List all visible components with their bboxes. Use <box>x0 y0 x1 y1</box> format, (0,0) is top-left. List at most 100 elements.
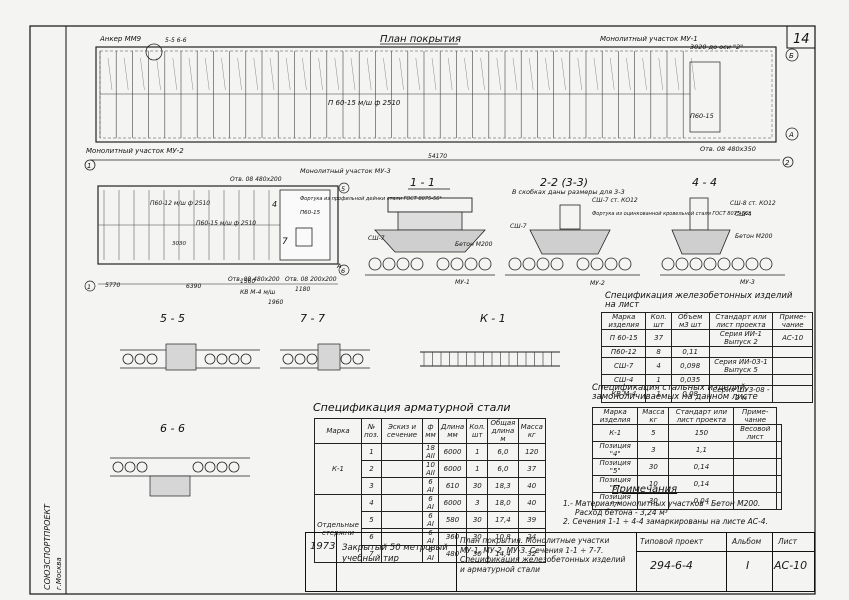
table-header: Общая длина м <box>487 418 519 444</box>
table-cell: АС-10 <box>772 329 813 347</box>
table-cell: 18 АII <box>422 443 439 461</box>
mu1-label: Монолитный участок МУ-1 <box>600 35 698 43</box>
table-cell: 3 <box>361 477 382 495</box>
stamp-sheet-value: АС-10 <box>774 559 808 572</box>
opening-bottom1: Отв. 08 480x200 <box>228 276 280 283</box>
rebar-sketch-cell <box>380 511 424 529</box>
table-header: Марка <box>313 418 363 444</box>
slab-end-label: П60-15 <box>690 112 714 120</box>
table-cell: П 60-15 <box>600 329 647 347</box>
table-cell: Позиция "5" <box>591 458 639 476</box>
table-header: Объем м3 шт <box>670 312 710 330</box>
note-1: 1.- Материал монолитных участков - Бетон… <box>563 499 761 508</box>
table-cell: 6000 <box>437 460 468 478</box>
note-2: 2. Сечения 1-1 ÷ 4-4 замаркированы на ли… <box>563 517 768 526</box>
table-cell: 30 <box>637 458 670 476</box>
table-cell: Позиция "4" <box>591 441 639 459</box>
table-header: № поз. <box>361 418 382 444</box>
table-cell: 1 <box>466 443 489 461</box>
table-cell: Серия ИИ-1 Выпуск 2 <box>708 329 774 347</box>
table-cell <box>772 385 813 403</box>
table-cell: 6 АI <box>422 511 439 529</box>
section-2-2-title: 2-2 (3-3) <box>540 176 588 189</box>
table-cell: 39 <box>517 511 547 529</box>
table-cell: 8 <box>645 346 672 358</box>
stamp-album-label: Альбом <box>732 537 762 546</box>
section-k-1-title: К - 1 <box>480 312 506 325</box>
table-cell: 580 <box>437 511 468 529</box>
rebar-sketch-cell <box>380 443 424 461</box>
section-7-7: 7 - 7 <box>280 312 370 371</box>
dim-5770: 5770 <box>105 282 120 289</box>
notes-title: Примечания <box>612 484 678 495</box>
note-1b: Расход бетона - 3,24 м³ <box>575 508 668 517</box>
table-cell: 32 <box>517 545 547 563</box>
stamp-album-value: I <box>746 559 750 572</box>
table-cell: 0,04 <box>668 492 735 510</box>
detail-slab2: П60-15 м/ш ф 2510 <box>196 220 256 227</box>
table-cell: 30 <box>466 477 489 495</box>
table-cell: К-1 <box>591 424 639 442</box>
axis-1: 1 <box>87 162 91 170</box>
table-cell: 30 <box>466 545 489 563</box>
table-cell: 0,08 <box>670 385 710 403</box>
rebar-sketch-cell <box>380 545 424 563</box>
sec22-su7: СШ-7 <box>510 223 527 230</box>
table-cell: СШ-7 <box>600 357 647 375</box>
opening-bottom2: Отв. 08 200x200 <box>285 276 337 283</box>
anchor-callout <box>145 43 163 61</box>
sec-1-marker: 1 <box>87 283 91 291</box>
table-cell <box>733 458 777 476</box>
table-cell: 17,4 <box>487 511 519 529</box>
sec-6-marker: 6 <box>341 267 345 275</box>
sheet-number-box <box>786 25 816 49</box>
table-header: Марка изделия <box>600 312 647 330</box>
table-cell: 2 <box>361 460 382 478</box>
sec22-fitting: Фортука из оцинкованной кровельной стали… <box>592 211 751 217</box>
stamp-typical-value: 294-6-4 <box>650 559 693 572</box>
table-header: Стандарт или лист проекта <box>668 407 735 425</box>
table-cell: 10 АII <box>422 460 439 478</box>
table-cell: КВ М-4 <box>600 385 647 403</box>
stamp-year: 1973 <box>310 541 336 552</box>
section-5-5-title: 5 - 5 <box>160 312 185 325</box>
slab-label: П 60-15 м/ш ф 2510 <box>328 99 401 107</box>
table-cell: Серия ИИ-03-1 Выпуск 5 <box>708 357 774 375</box>
table-cell: 30 <box>466 511 489 529</box>
sec44-sh8: СШ-8 ст. КО12 <box>730 200 776 207</box>
table-cell: 6000 <box>437 443 468 461</box>
stamp-sheet-label: Лист <box>778 537 798 546</box>
table-cell <box>775 475 783 493</box>
dim-1560: 1560 <box>240 278 255 285</box>
table-cell <box>708 346 774 358</box>
anchor-label: Анкер ММ9 <box>99 35 142 43</box>
section-2-2: 2-2 (3-3) В скобках даны размеры для 3-3… <box>505 176 751 287</box>
detail-slab1: П60-12 м/ш ф 2510 <box>150 200 210 207</box>
sec11-su7: СШ-7 <box>368 235 385 242</box>
table-cell <box>775 424 783 442</box>
table-cell: 6,0 <box>487 460 519 478</box>
table-cell: 6000 <box>437 494 468 512</box>
table-cell <box>775 458 783 476</box>
dim-6390: 6390 <box>186 283 201 290</box>
table-header: Эскиз и сечение <box>380 418 424 444</box>
table-cell: 5 <box>637 424 670 442</box>
table-header: Масса кг <box>517 418 547 444</box>
table-header: Марка изделия <box>591 407 639 425</box>
table-cell <box>772 357 813 375</box>
dim-right: 3020 до оси "2" <box>690 43 743 51</box>
table-header: Кол. шт <box>466 418 489 444</box>
sec44-mu3: МУ-3 <box>740 279 755 286</box>
table-cell: 40 <box>517 494 547 512</box>
section-1-1-title: 1 - 1 <box>410 176 435 189</box>
section-2-2-note: В скобках даны размеры для 3-3 <box>512 188 625 196</box>
sec11-beton: Бетон М200 <box>455 241 493 248</box>
axis-2: 2 <box>785 159 790 167</box>
